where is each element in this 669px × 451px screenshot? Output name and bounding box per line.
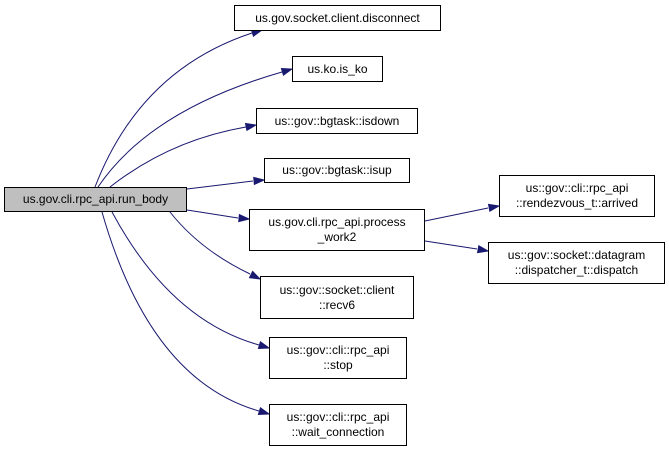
edge-run-body-to-process-work2-arrowhead — [238, 213, 251, 223]
node-dispatcher-dispatch[interactable]: us::gov::socket::datagram ::dispatcher_t… — [488, 242, 665, 284]
node-disconnect-label: us.gov.socket.client.disconnect — [255, 10, 420, 25]
edge-run-body-to-recv6 — [169, 211, 251, 275]
edge-run-body-to-recv6-arrowhead — [248, 270, 262, 280]
node-run-body-label: us.gov.cli.rpc_api.run_body — [22, 192, 169, 206]
node-wait-connection-line2: ::wait_connection — [291, 425, 385, 439]
node-is-ko[interactable]: us.ko.is_ko — [292, 56, 383, 82]
node-process-work2-line2: _work2 — [317, 230, 357, 244]
edge-run-body-to-disconnect — [94, 32, 253, 188]
node-isup-label: us::gov::bgtask::isup — [282, 163, 392, 177]
edge-run-body-to-process-work2 — [186, 209, 239, 219]
node-rendezvous-arrived[interactable]: us::gov::cli::rpc_api ::rendezvous_t::ar… — [499, 175, 655, 217]
edge-process-work2-to-dispatch — [424, 240, 478, 250]
node-dispatcher-dispatch-line2: ::dispatcher_t::dispatch — [514, 263, 639, 277]
node-isup[interactable]: us::gov::bgtask::isup — [264, 158, 410, 183]
node-recv6-line1: us::gov::socket::client — [279, 282, 395, 297]
edge-process-work2-to-arrived-arrowhead — [487, 203, 501, 213]
node-stop-line2: ::stop — [323, 358, 353, 372]
edge-run-body-to-isup-arrowhead — [253, 176, 266, 186]
node-stop[interactable]: us::gov::cli::rpc_api ::stop — [269, 337, 407, 379]
edge-process-work2-to-arrived — [424, 207, 489, 222]
edge-run-body-to-stop — [111, 211, 260, 346]
edge-run-body-to-wait-connection-arrowhead — [257, 406, 271, 416]
node-stop-line1: us::gov::cli::rpc_api — [286, 343, 390, 357]
edge-run-body-to-is-ko-arrowhead — [280, 67, 294, 77]
node-recv6-line2: ::recv6 — [318, 297, 355, 312]
node-rendezvous-arrived-line2: ::rendezvous_t::arrived — [515, 196, 639, 210]
edge-run-body-to-isup — [186, 180, 254, 190]
node-rendezvous-arrived-line1: us::gov::cli::rpc_api — [525, 181, 629, 195]
edge-run-body-to-is-ko — [97, 71, 283, 188]
node-wait-connection-line1: us::gov::cli::rpc_api — [286, 410, 390, 424]
edge-run-body-to-wait-connection — [101, 211, 260, 412]
node-run-body: us.gov.cli.rpc_api.run_body — [4, 187, 187, 212]
node-isdown[interactable]: us::gov::bgtask::isdown — [256, 108, 418, 134]
node-isdown-label: us::gov::bgtask::isdown — [274, 113, 400, 128]
edge-run-body-to-isdown-arrowhead — [244, 122, 258, 132]
edge-run-body-to-isdown — [109, 126, 247, 188]
node-recv6[interactable]: us::gov::socket::client ::recv6 — [260, 276, 414, 319]
edge-group — [94, 28, 501, 416]
node-disconnect[interactable]: us.gov.socket.client.disconnect — [234, 5, 441, 31]
node-is-ko-label: us.ko.is_ko — [307, 61, 368, 76]
edge-process-work2-to-dispatch-arrowhead — [476, 244, 490, 254]
edge-run-body-to-stop-arrowhead — [257, 340, 271, 350]
node-process-work2-line1: us.gov.cli.rpc_api.process — [268, 215, 406, 229]
node-wait-connection[interactable]: us::gov::cli::rpc_api ::wait_connection — [269, 404, 407, 446]
node-dispatcher-dispatch-line1: us::gov::socket::datagram — [507, 248, 646, 262]
node-process-work2[interactable]: us.gov.cli.rpc_api.process _work2 — [249, 209, 425, 251]
